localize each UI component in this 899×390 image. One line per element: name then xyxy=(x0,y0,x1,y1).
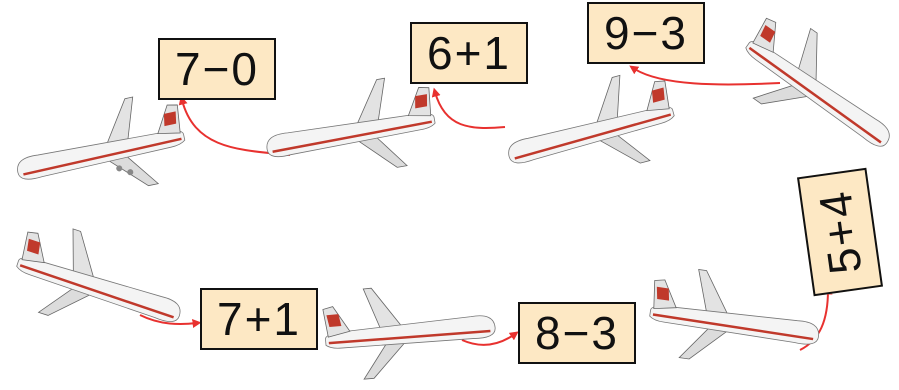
arrow-to-5-plus-4 xyxy=(799,285,833,351)
airplane-3 xyxy=(490,58,690,201)
airplane-4 xyxy=(718,0,899,183)
expression-text: 5+4 xyxy=(808,186,872,278)
arrow-to-9-minus-3 xyxy=(629,65,781,86)
expression-text: 7−0 xyxy=(174,43,260,95)
arrow-to-7-plus-1 xyxy=(139,314,202,328)
expression-card-7-minus-0: 7−0 xyxy=(158,38,276,100)
expression-card-6-plus-1: 6+1 xyxy=(410,22,528,84)
airplane-2 xyxy=(253,65,448,195)
airplane-6 xyxy=(316,272,504,387)
expression-text: 6+1 xyxy=(426,27,512,79)
expression-text: 8−3 xyxy=(534,307,620,359)
expression-card-9-minus-3: 9−3 xyxy=(587,2,705,64)
expression-text: 9−3 xyxy=(603,7,689,59)
airplane-7 xyxy=(639,258,831,382)
airplane-1 xyxy=(2,82,199,217)
arrow-to-8-minus-3 xyxy=(461,331,519,346)
arrow-to-6-plus-1 xyxy=(431,87,506,129)
expression-card-7-plus-1: 7+1 xyxy=(200,288,318,350)
airplane-5 xyxy=(0,210,201,361)
expression-card-8-minus-3: 8−3 xyxy=(518,302,636,364)
expression-text: 7+1 xyxy=(216,293,302,345)
